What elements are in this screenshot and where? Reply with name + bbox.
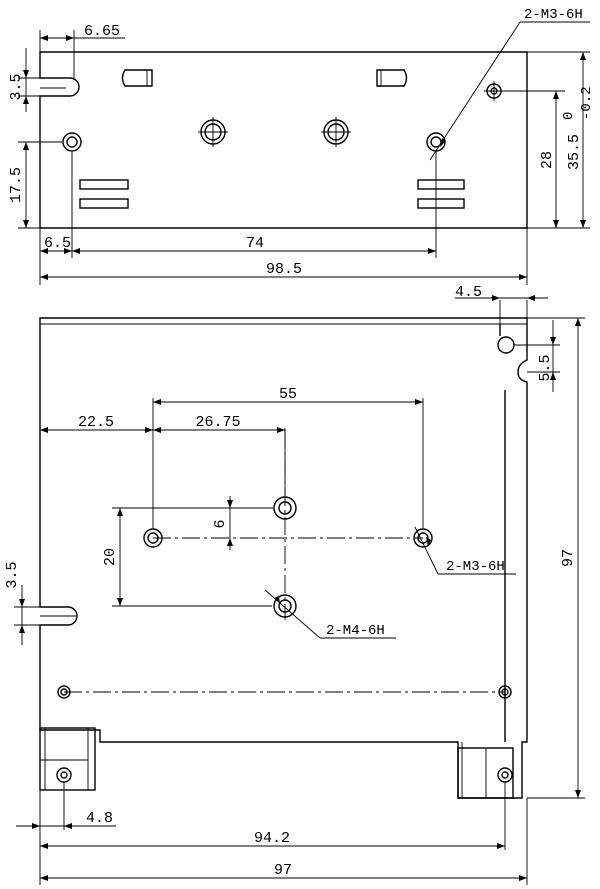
oblong-slot-left (121, 69, 153, 87)
bottom-dimensions (14, 295, 585, 885)
dim-20: 20 (102, 548, 119, 566)
top-plate-outline (39, 51, 528, 229)
bottom-view: 4.5 5.5 55 22.5 26.75 6 20 3.5 97 4.8 94… (4, 284, 585, 885)
callout-top-m3: 2-M3-6H (524, 7, 583, 23)
dim-94-2: 94.2 (254, 830, 290, 847)
callout-m3: 2-M3-6H (446, 559, 505, 575)
dim-97-height: 97 (560, 549, 577, 567)
dim-55: 55 (279, 386, 297, 403)
dim-35-5: 35.5 (566, 134, 583, 170)
hole-top-center-right (321, 117, 351, 147)
foot-bottom-left (39, 727, 96, 791)
vent-slots-right (417, 179, 465, 209)
dim-3-5-bottom: 3.5 (4, 561, 21, 588)
bottom-plate-outline (39, 317, 528, 799)
dim-6-65: 6.65 (84, 23, 120, 40)
vent-slots-left (79, 179, 129, 209)
callout-m4: 2-M4-6H (326, 623, 385, 639)
dim-5-5: 5.5 (537, 354, 554, 381)
tol-lower: -0.2 (579, 86, 595, 120)
dim-3-5-top: 3.5 (8, 73, 25, 100)
dim-4-8: 4.8 (86, 810, 113, 827)
dim-17-5: 17.5 (8, 167, 25, 203)
dim-4-5: 4.5 (455, 284, 482, 301)
tol-upper: 0 (561, 112, 577, 120)
top-dimensions (18, 21, 590, 285)
hole-corner-top-right (497, 336, 515, 354)
oblong-slot-right (376, 69, 408, 87)
dim-97-width: 97 (274, 862, 292, 879)
dim-6-5: 6.5 (44, 235, 71, 252)
hole-m3-left (62, 132, 82, 152)
hole-corner-right (484, 81, 504, 101)
dim-98-5: 98.5 (266, 261, 302, 278)
dim-26-75: 26.75 (195, 414, 240, 431)
dim-22-5: 22.5 (78, 414, 114, 431)
dim-28: 28 (539, 151, 556, 169)
hole-top-center-left (198, 117, 228, 147)
dim-6: 6 (212, 519, 229, 528)
top-view: 6.65 3.5 17.5 6.5 74 98.5 28 35.5 0 -0.2… (8, 7, 595, 285)
dim-74: 74 (246, 235, 264, 252)
